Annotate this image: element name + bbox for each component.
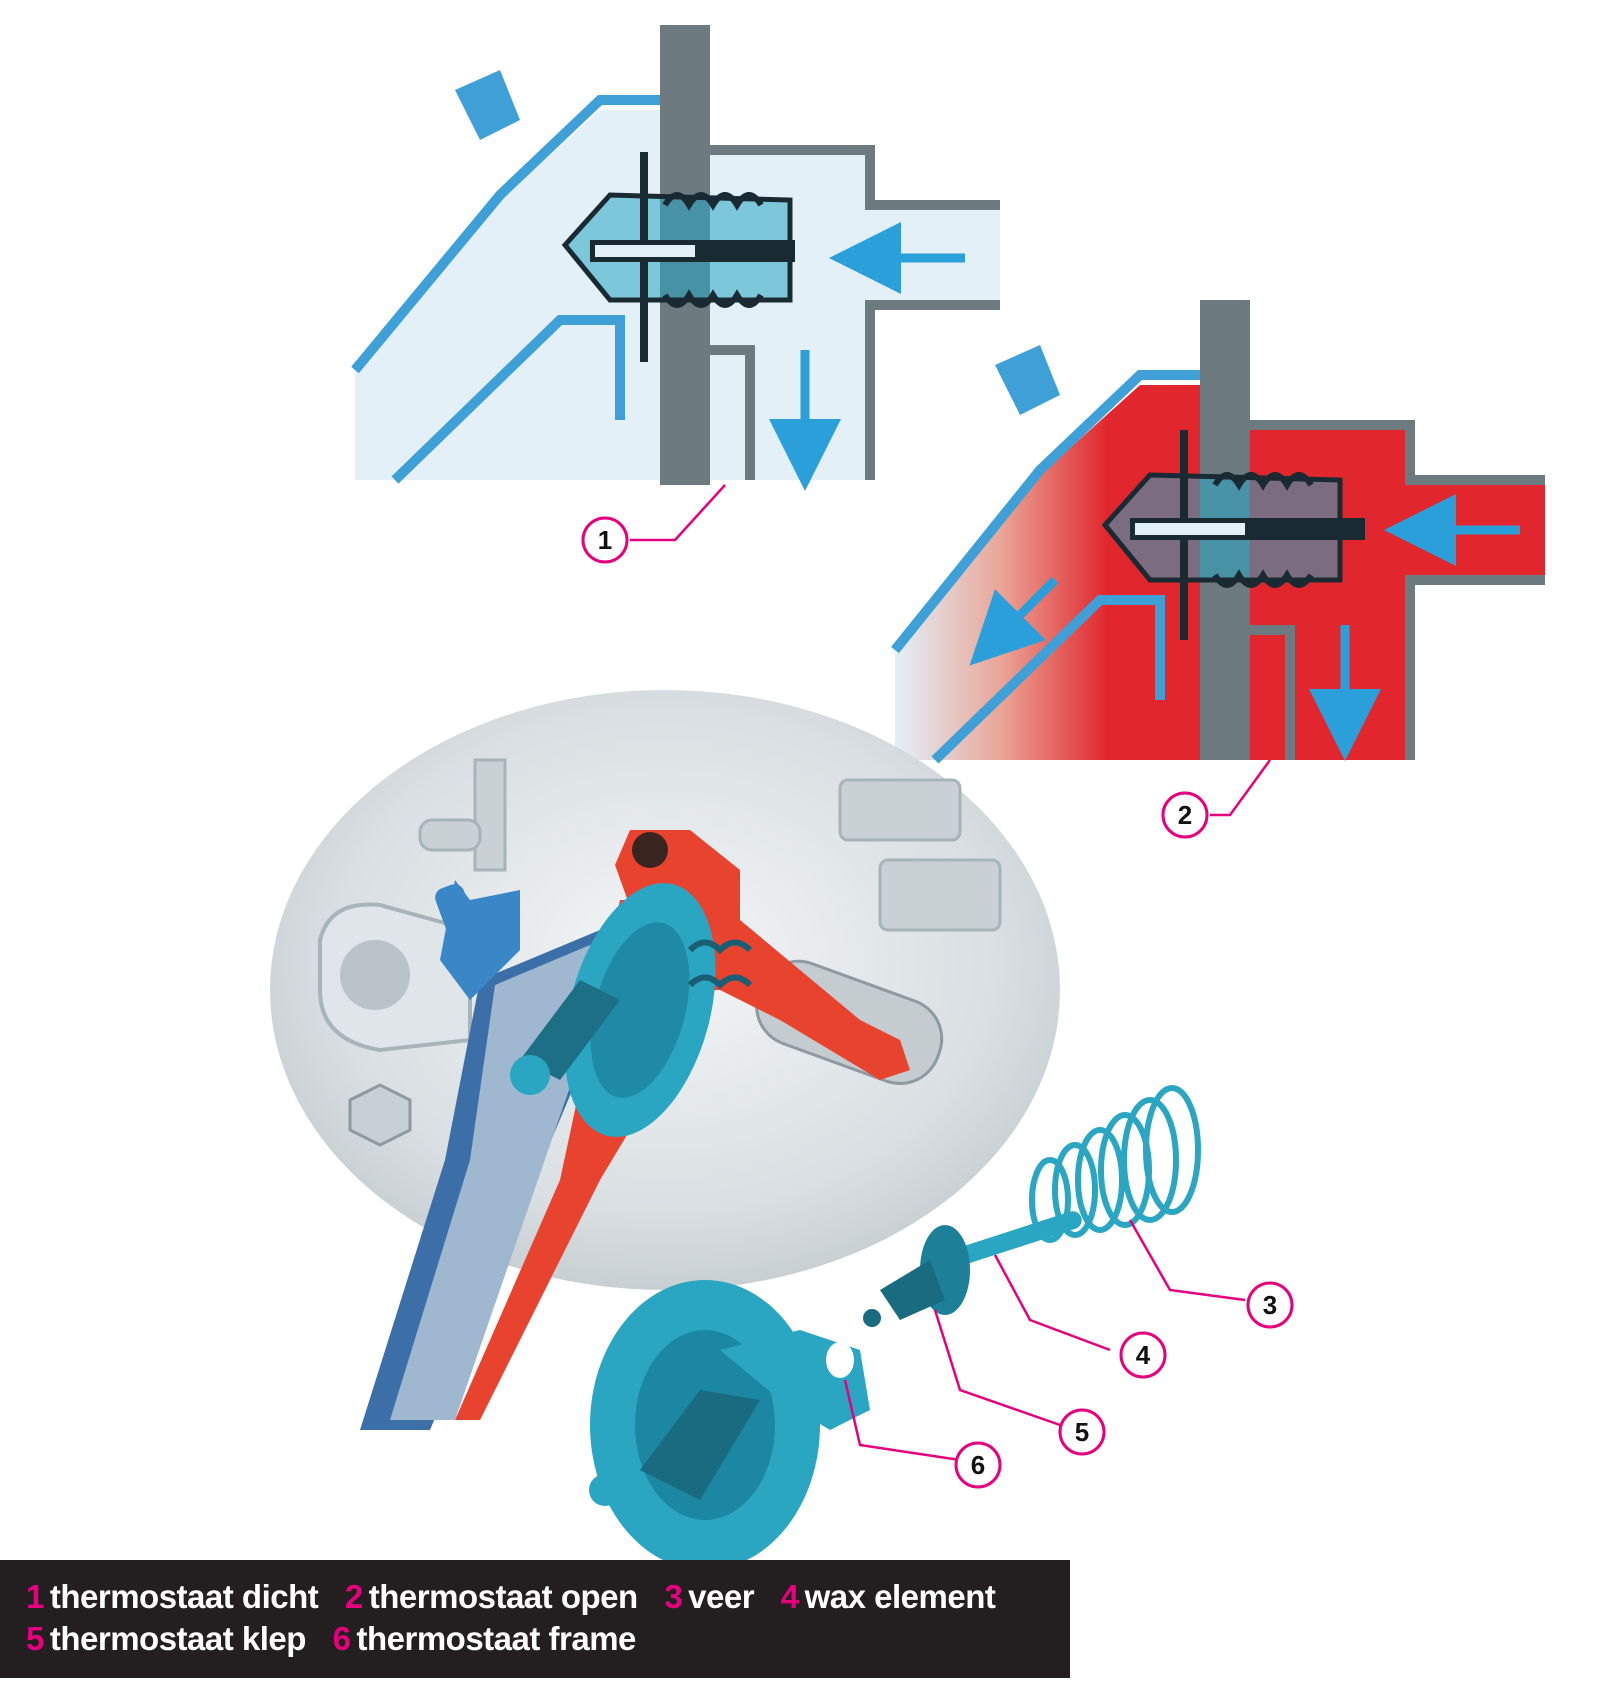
open-thermostat-cross-section [891, 300, 1545, 764]
callout-2: 2 [1161, 791, 1209, 839]
svg-text:5: 5 [1075, 1417, 1089, 1447]
spring-icon [1212, 472, 1314, 588]
bleed-nipple-icon [455, 70, 520, 140]
callout-6: 6 [954, 1441, 1002, 1489]
callout-5: 5 [1058, 1408, 1106, 1456]
engine-cutaway-illustration [270, 690, 1060, 1430]
callout-3: 3 [1246, 1281, 1294, 1329]
spring-part [1029, 1085, 1201, 1243]
flow-arrow-bypass [969, 576, 1059, 666]
valve-part [863, 1225, 970, 1327]
bleed-nipple-icon [995, 345, 1060, 415]
wax-element-part [952, 1211, 1082, 1266]
svg-text:6: 6 [971, 1450, 985, 1480]
spring-icon [662, 192, 764, 308]
callout-1: 1 [581, 516, 629, 564]
svg-text:3: 3 [1263, 1290, 1277, 1320]
svg-text:4: 4 [1136, 1340, 1151, 1370]
closed-thermostat-cross-section [351, 25, 1000, 491]
frame-part [589, 1280, 870, 1570]
svg-text:1: 1 [598, 525, 612, 555]
callout-4: 4 [1119, 1331, 1167, 1379]
leader-lines [630, 484, 1272, 1462]
svg-text:2: 2 [1178, 800, 1192, 830]
